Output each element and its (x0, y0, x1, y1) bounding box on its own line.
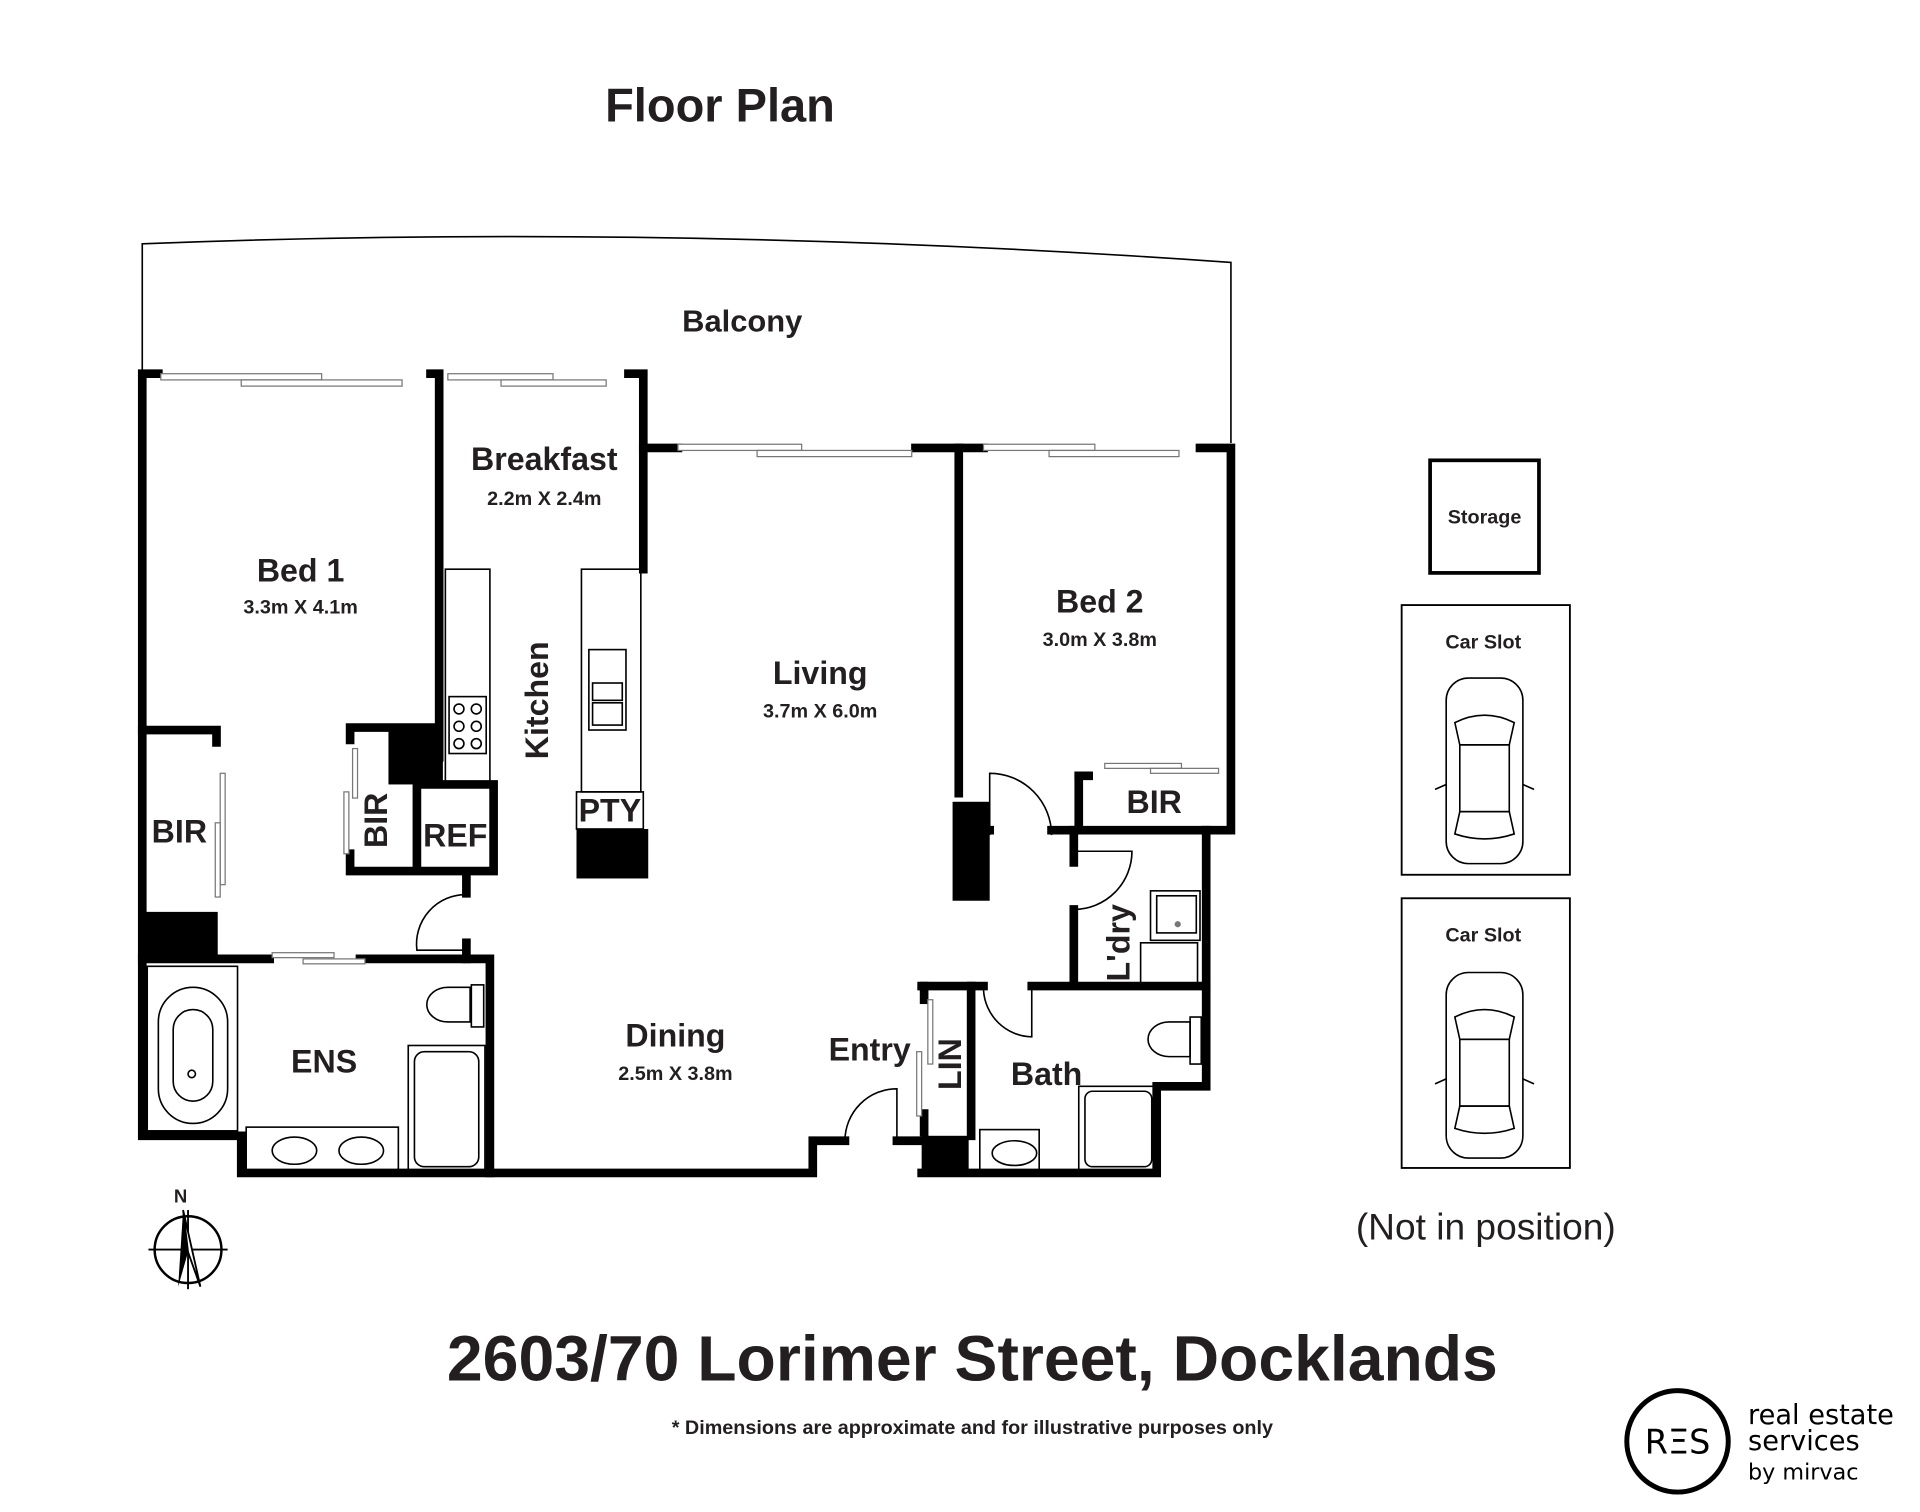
logo-line3: by mirvac (1748, 1460, 1858, 1486)
svg-text:N: N (174, 1186, 187, 1207)
toilet-icon (1147, 1021, 1191, 1058)
kitchen-label: Kitchen (519, 641, 555, 759)
dining-label: Dining (625, 1018, 725, 1054)
bathtub-icon (157, 986, 229, 1125)
sink-icon (588, 648, 627, 731)
bed2-label: Bed 2 (1056, 583, 1144, 619)
bed2-bir-label: BIR (1127, 784, 1182, 820)
dining-dims: 2.5m X 3.8m (618, 1063, 732, 1085)
logo-line2: services (1748, 1426, 1860, 1457)
car-icon (1434, 971, 1535, 1159)
res-logo: RΞS real estate services by mirvac (1624, 1388, 1894, 1495)
bed1-bir-label: BIR (152, 814, 207, 850)
breakfast-label: Breakfast (471, 441, 618, 477)
bed1-dims: 3.3m X 4.1m (243, 597, 357, 619)
solid-blocks (138, 727, 990, 1176)
car-slot-2-label: Car Slot (1445, 925, 1521, 947)
page-title: Floor Plan (605, 78, 835, 131)
car-icon (1434, 677, 1535, 865)
car-slot-1-label: Car Slot (1445, 631, 1521, 653)
shower-icon (413, 1050, 480, 1168)
living-label: Living (773, 655, 868, 691)
living-dims: 3.7m X 6.0m (763, 701, 877, 723)
north-arrow-icon: N (148, 1186, 228, 1290)
ref-label: REF (423, 817, 487, 853)
car-slot-2: Car Slot (1400, 897, 1571, 1169)
storage-box (1428, 458, 1541, 575)
linen-label: LIN (932, 1038, 968, 1090)
walls (137, 369, 1236, 1178)
fixtures (146, 568, 1203, 1173)
toilet-icon (426, 986, 471, 1023)
pantry-label: PTY (579, 793, 642, 829)
car-slot-1: Car Slot (1400, 604, 1571, 876)
laundry-label: L'dry (1100, 904, 1136, 981)
bed2-dims: 3.0m X 3.8m (1043, 629, 1157, 651)
basin-icon (271, 1136, 318, 1166)
logo-mark: RΞS (1645, 1423, 1711, 1462)
cooktop-icon (448, 695, 487, 755)
property-address: 2603/70 Lorimer Street, Docklands (447, 1323, 1498, 1395)
balcony-outline (141, 235, 1232, 444)
hall-bir-label: BIR (358, 793, 394, 848)
bath-label: Bath (1011, 1056, 1082, 1092)
disclaimer: * Dimensions are approximate and for ill… (672, 1417, 1273, 1439)
logo-line1: real estate (1748, 1400, 1894, 1431)
breakfast-dims: 2.2m X 2.4m (487, 488, 601, 510)
entry-label: Entry (829, 1031, 911, 1067)
not-in-position-note: (Not in position) (1356, 1206, 1616, 1248)
ensuite-label: ENS (291, 1044, 357, 1080)
basin-icon (338, 1136, 385, 1166)
windows (160, 373, 1220, 1117)
doors (415, 772, 1133, 1141)
storage-label: Storage (1448, 506, 1522, 528)
bed1-label: Bed 1 (257, 553, 345, 589)
balcony-label: Balcony (682, 304, 803, 339)
